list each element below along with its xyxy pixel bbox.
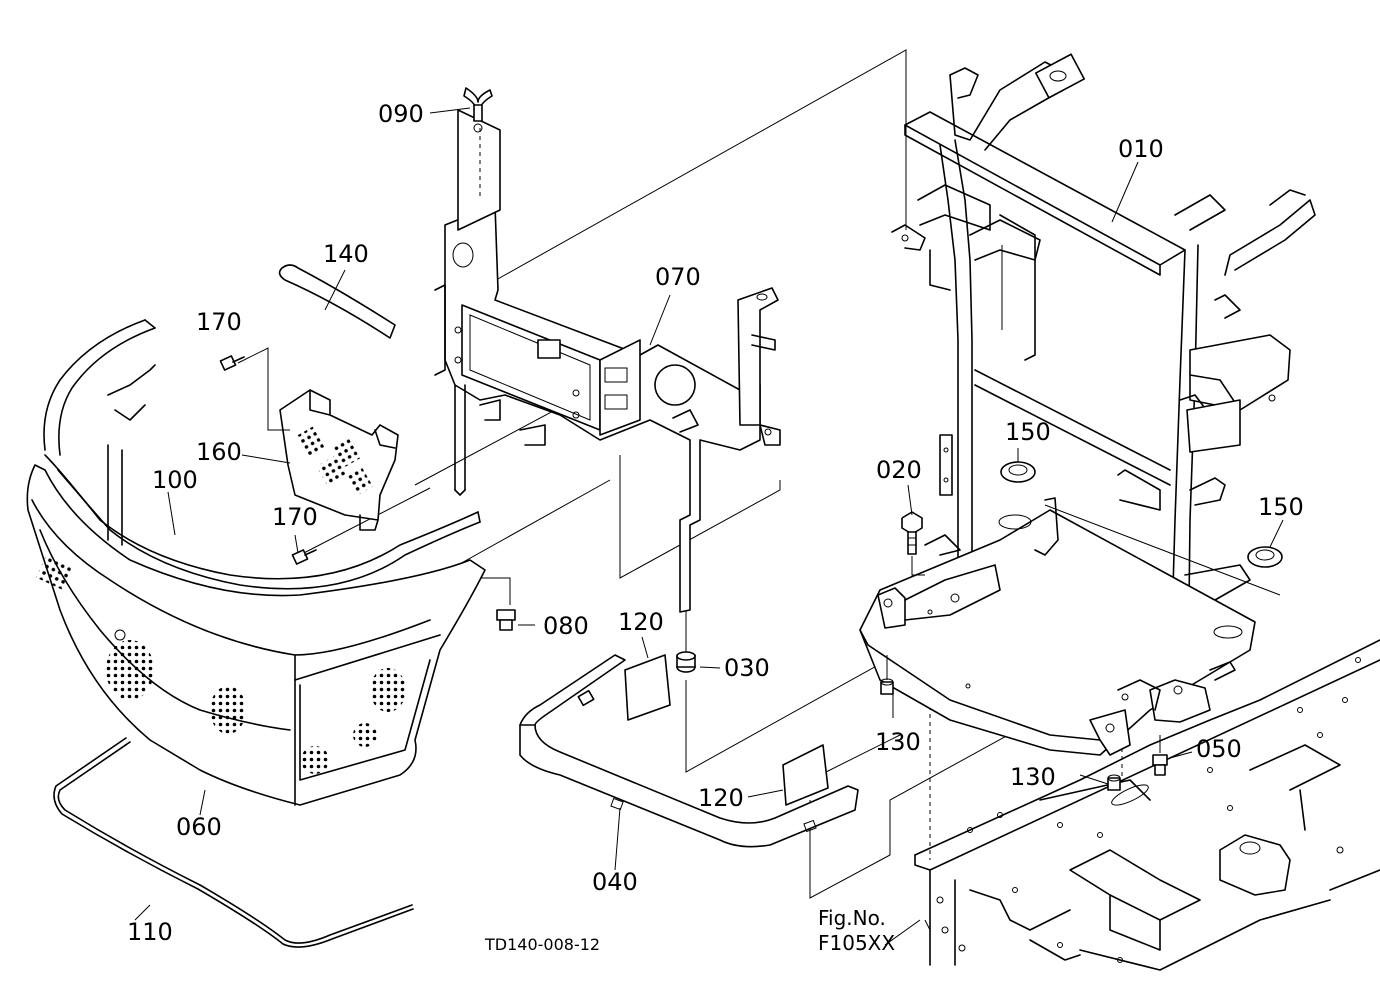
wing-nut-090 [463, 87, 493, 122]
label-020: 020 [876, 456, 922, 484]
bolts-170 [219, 347, 317, 565]
fig-number: F105XX [818, 931, 895, 955]
label-170-bottom: 170 [272, 503, 318, 531]
label-010: 010 [1118, 135, 1164, 163]
label-150-right: 150 [1258, 493, 1304, 521]
label-130-right: 130 [1010, 763, 1056, 791]
grille-160 [279, 389, 399, 531]
label-110: 110 [127, 918, 173, 946]
label-160: 160 [196, 438, 242, 466]
label-120-top: 120 [618, 608, 664, 636]
label-100: 100 [152, 466, 198, 494]
drawing-code: TD140-008-12 [484, 935, 600, 954]
label-120-bottom: 120 [698, 784, 744, 812]
label-130-left: 130 [875, 728, 921, 756]
label-150-left: 150 [1005, 418, 1051, 446]
label-090: 090 [378, 100, 424, 128]
strip-110 [53, 737, 414, 948]
strip-140 [278, 264, 396, 339]
frame-010 [859, 53, 1316, 756]
label-140: 140 [323, 240, 369, 268]
nut-030 [676, 610, 696, 673]
bolt-080 [480, 577, 516, 631]
bracket-070 [434, 109, 781, 613]
bolt-020 [901, 511, 925, 576]
undercover-040 [519, 654, 859, 848]
bolt-050 [1152, 735, 1168, 776]
leader-lines [134, 107, 1284, 946]
label-030: 030 [724, 654, 770, 682]
label-170-top: 170 [196, 308, 242, 336]
grille-housing-060 [26, 464, 486, 806]
label-080: 080 [543, 612, 589, 640]
label-070: 070 [655, 263, 701, 291]
fig-label: Fig.No. [818, 906, 886, 930]
part-labels: 090 010 140 070 170 150 160 020 100 150 … [127, 100, 1304, 946]
chassis [914, 639, 1380, 971]
label-040: 040 [592, 868, 638, 896]
seal-100 [43, 319, 481, 590]
bolts-130 [880, 655, 1121, 791]
pads-120 [624, 654, 829, 806]
label-050: 050 [1196, 735, 1242, 763]
label-060: 060 [176, 813, 222, 841]
